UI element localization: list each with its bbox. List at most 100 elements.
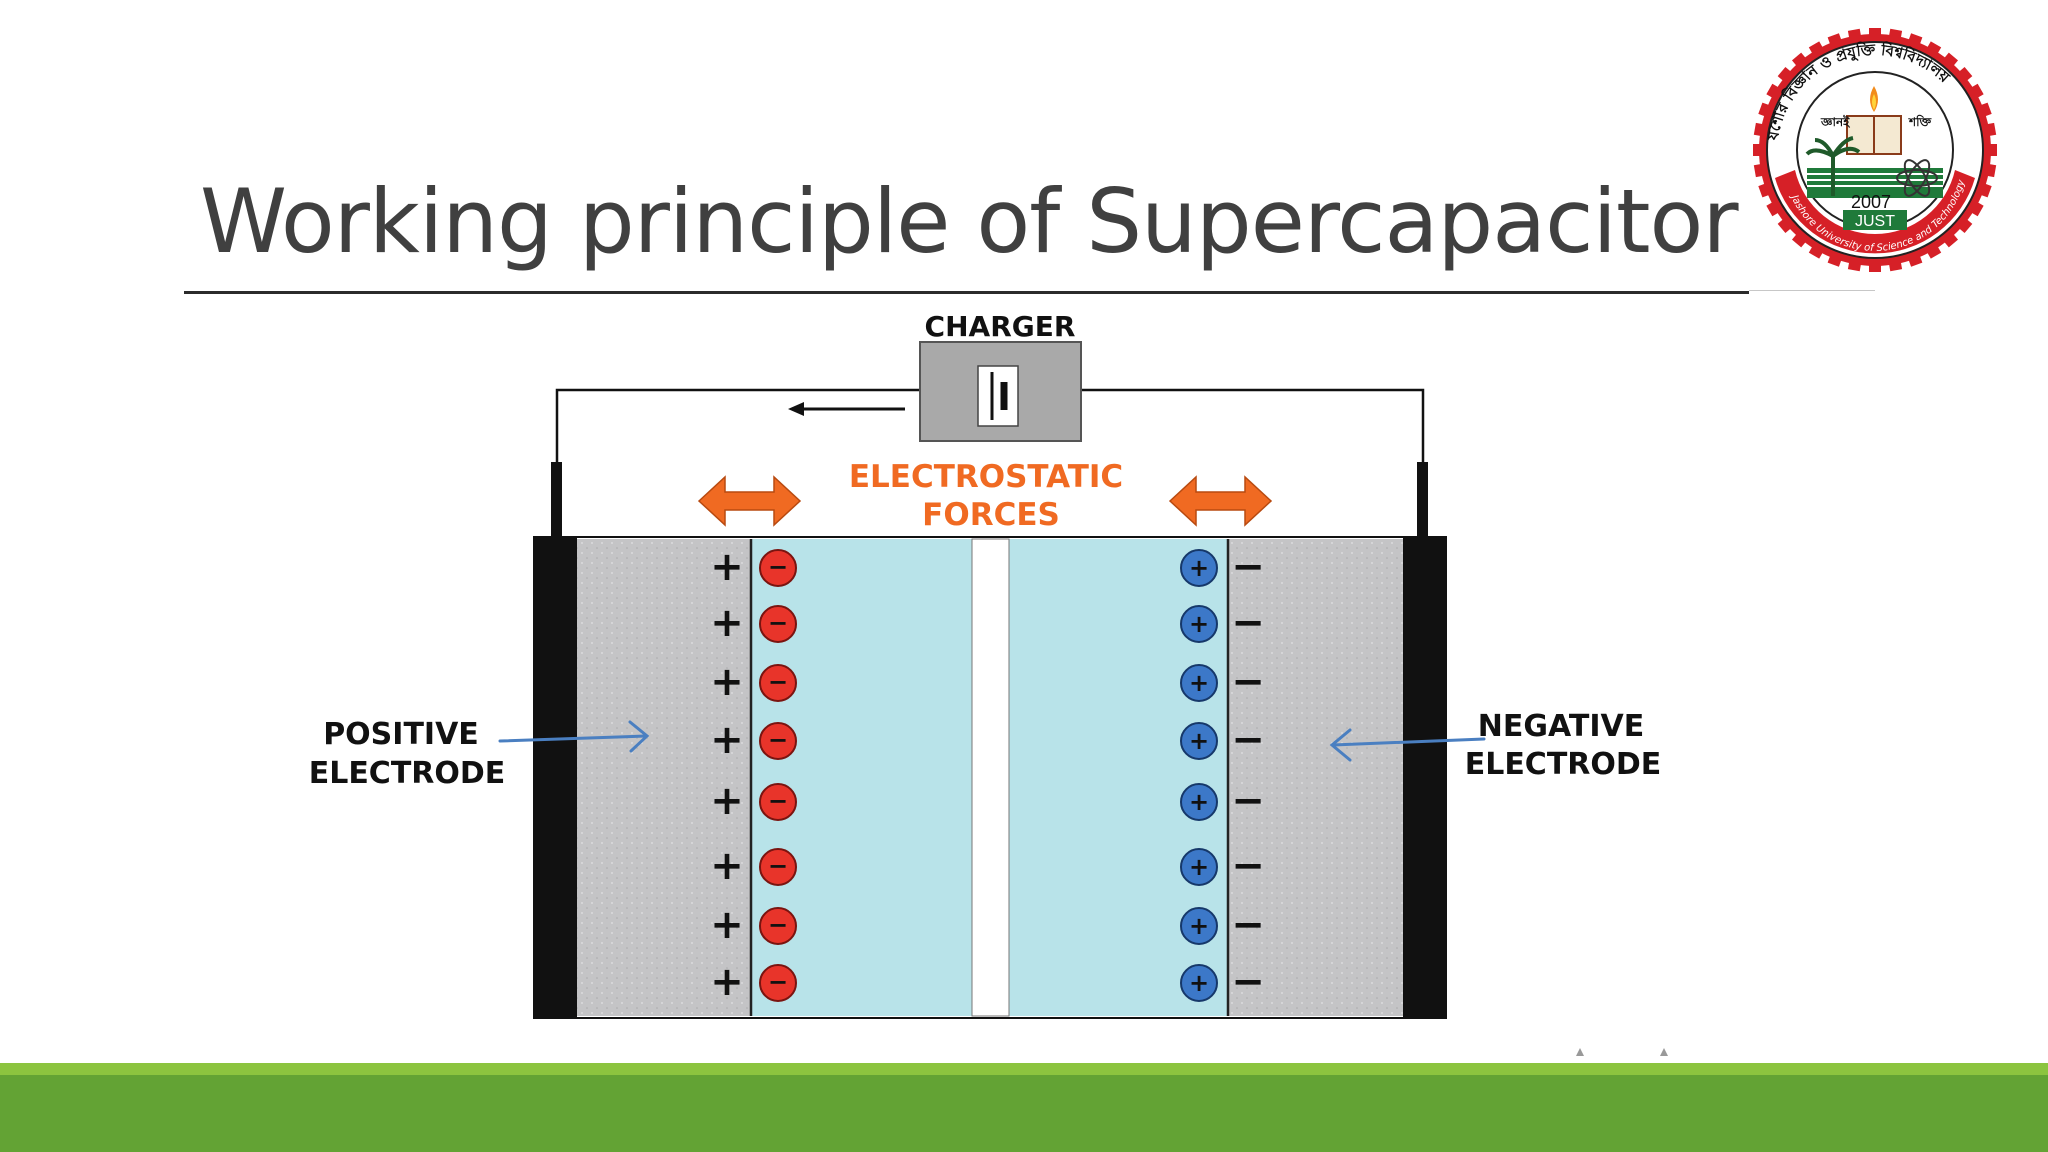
title-underline-extension bbox=[1749, 290, 1875, 291]
positive-ion-sign: + bbox=[1189, 610, 1209, 638]
negative-ion bbox=[759, 722, 797, 760]
logo-gear-tooth bbox=[1980, 162, 1997, 178]
logo-gear-tooth bbox=[1906, 249, 1923, 267]
positive-electrode-label-line2: ELECTRODE bbox=[309, 756, 506, 791]
charger-label: CHARGER bbox=[925, 310, 1076, 343]
logo-gear-tooth bbox=[1753, 122, 1770, 138]
logo-gear-tooth bbox=[1980, 122, 1997, 138]
positive-electrode-label-line1: POSITIVE bbox=[323, 717, 479, 752]
logo-gear-tooth bbox=[1974, 181, 1992, 198]
positive-ion bbox=[1180, 605, 1218, 643]
positive-ion bbox=[1180, 722, 1218, 760]
positive-terminal bbox=[551, 462, 562, 540]
double-headed-arrow-icon bbox=[1168, 475, 1273, 527]
negative-ion-sign: − bbox=[768, 852, 788, 880]
logo-abbr: JUST bbox=[1855, 213, 1895, 230]
electrode-positive-charge: + bbox=[710, 778, 744, 824]
faint-mark bbox=[1576, 1048, 1584, 1056]
slide-title: Working principle of Supercapacitor bbox=[200, 170, 1739, 273]
positive-ion-sign: + bbox=[1189, 727, 1209, 755]
forces-label-line2: FORCES bbox=[922, 497, 1060, 533]
electrode-negative-charge: − bbox=[1231, 902, 1265, 948]
electrode-negative-charge: − bbox=[1231, 600, 1265, 646]
logo-gear-tooth bbox=[1983, 144, 1997, 156]
positive-ion bbox=[1180, 549, 1218, 587]
logo-emblem bbox=[1805, 86, 1943, 198]
logo-gear-tooth bbox=[1847, 28, 1863, 45]
negative-ion-sign: − bbox=[768, 968, 788, 996]
negative-ion bbox=[759, 605, 797, 643]
logo-gear-tooth bbox=[1753, 144, 1767, 156]
logo-gear-tooth bbox=[1869, 258, 1881, 272]
electrode-negative-charge: − bbox=[1231, 544, 1265, 590]
negative-electrode-label-line1: NEGATIVE bbox=[1478, 709, 1644, 744]
logo-gear-tooth bbox=[1847, 255, 1863, 272]
charge-layer: +−+−+−+−+−+−+−+−+−+−+−+−+−+−+−+− bbox=[710, 544, 1265, 1005]
negative-ion-sign: − bbox=[768, 911, 788, 939]
positive-ion-sign: + bbox=[1189, 669, 1209, 697]
electrode-negative-charge: − bbox=[1231, 778, 1265, 824]
negative-ion-sign: − bbox=[768, 668, 788, 696]
negative-ion bbox=[759, 549, 797, 587]
negative-ion bbox=[759, 964, 797, 1002]
title-underline bbox=[184, 291, 1749, 294]
negative-ion-sign: − bbox=[768, 726, 788, 754]
positive-ion bbox=[1180, 664, 1218, 702]
negative-ion bbox=[759, 783, 797, 821]
logo-gear-tooth bbox=[1758, 102, 1776, 119]
positive-ion-sign: + bbox=[1189, 969, 1209, 997]
negative-ion bbox=[759, 907, 797, 945]
footer-band-light bbox=[0, 1063, 2048, 1075]
logo-gear-tooth bbox=[1887, 255, 1903, 272]
positive-current-collector bbox=[534, 537, 577, 1018]
electrode-positive-charge: + bbox=[710, 600, 744, 646]
negative-ion-sign: − bbox=[768, 553, 788, 581]
arrow-pointer-icon bbox=[1329, 728, 1486, 762]
logo-year: 2007 bbox=[1851, 192, 1891, 212]
battery-symbol-icon bbox=[977, 365, 1019, 427]
positive-ion bbox=[1180, 964, 1218, 1002]
faint-mark bbox=[1660, 1048, 1668, 1056]
electrode-positive-charge: + bbox=[710, 544, 744, 590]
electrode-negative-charge: − bbox=[1231, 959, 1265, 1005]
positive-ion-sign: + bbox=[1189, 554, 1209, 582]
double-headed-arrow-icon bbox=[697, 475, 802, 527]
logo-gear-tooth bbox=[1827, 33, 1844, 51]
negative-terminal bbox=[1417, 462, 1428, 540]
electrode-positive-charge: + bbox=[710, 959, 744, 1005]
logo-gear-tooth bbox=[1827, 249, 1844, 267]
positive-ion-sign: + bbox=[1189, 912, 1209, 940]
negative-electrode-layer bbox=[1228, 539, 1403, 1016]
logo-gear-tooth bbox=[1753, 162, 1770, 178]
electrode-negative-charge: − bbox=[1231, 717, 1265, 763]
positive-ion bbox=[1180, 907, 1218, 945]
logo-motto-left: জ্ঞানই bbox=[1820, 114, 1850, 129]
positive-electrode-layer bbox=[577, 539, 751, 1016]
footer-band bbox=[0, 1075, 2048, 1152]
negative-ion bbox=[759, 848, 797, 886]
logo-gear-tooth bbox=[1887, 28, 1903, 45]
logo-gear-tooth bbox=[1974, 102, 1992, 119]
negative-electrode-label-line2: ELECTRODE bbox=[1465, 747, 1662, 782]
forces-label-line1: ELECTROSTATIC bbox=[849, 459, 1123, 495]
negative-ion bbox=[759, 664, 797, 702]
electrode-positive-charge: + bbox=[710, 659, 744, 705]
electrode-negative-charge: − bbox=[1231, 843, 1265, 889]
logo-motto-right: শক্তি bbox=[1908, 114, 1933, 129]
electrode-negative-charge: − bbox=[1231, 659, 1265, 705]
logo-gear-tooth bbox=[1906, 33, 1923, 51]
electrode-positive-charge: + bbox=[710, 843, 744, 889]
electrode-positive-charge: + bbox=[710, 902, 744, 948]
electrode-positive-charge: + bbox=[710, 717, 744, 763]
positive-ion bbox=[1180, 783, 1218, 821]
negative-ion-sign: − bbox=[768, 787, 788, 815]
positive-ion bbox=[1180, 848, 1218, 886]
negative-ion-sign: − bbox=[768, 609, 788, 637]
arrow-left-icon bbox=[788, 402, 905, 416]
university-logo: যশোর বিজ্ঞান ও প্রযুক্তি বিশ্ববিদ্যালয় … bbox=[1753, 28, 1997, 272]
separator bbox=[971, 538, 1010, 1017]
negative-current-collector bbox=[1403, 537, 1446, 1018]
positive-ion-sign: + bbox=[1189, 788, 1209, 816]
arrow-pointer-icon bbox=[498, 720, 650, 753]
